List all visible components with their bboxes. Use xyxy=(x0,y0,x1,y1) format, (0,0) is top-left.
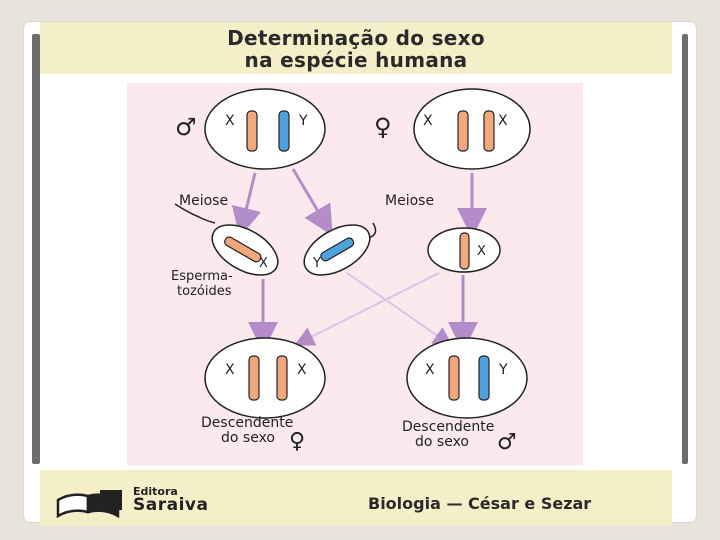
x-chromosome xyxy=(448,355,460,401)
x-label: X xyxy=(259,256,268,271)
x-label: X xyxy=(225,113,235,129)
slide-right-border xyxy=(682,34,688,464)
book-credit: Biologia — César e Sezar xyxy=(368,494,592,513)
male-symbol: ♂ xyxy=(497,430,517,455)
female-offspring-label-line-1: Descendente xyxy=(201,415,293,431)
sperm-x-cell: X xyxy=(174,203,279,276)
x-chromosome xyxy=(483,110,495,152)
male-parent-cell: X Y xyxy=(204,88,326,170)
x-chromosome xyxy=(276,355,288,401)
male-offspring-label-line-1: Descendente xyxy=(402,419,494,435)
footer-banner xyxy=(40,470,672,526)
female-symbol: ♀ xyxy=(374,113,392,141)
x-chromosome xyxy=(459,232,470,270)
male-offspring-label-line-2: do sexo xyxy=(415,434,469,450)
fertilization-cross-arrows xyxy=(294,272,454,347)
y-chromosome xyxy=(320,237,355,262)
y-label: Y xyxy=(312,256,321,271)
title-line-1: Determinação do sexo xyxy=(227,26,485,50)
male-symbol: ♂ xyxy=(175,113,197,141)
fertilization-arrows xyxy=(248,275,478,352)
male-offspring-cell: X Y xyxy=(406,337,528,419)
title-banner: Determinação do sexo na espécie humana xyxy=(40,22,672,74)
x-chromosome xyxy=(246,110,258,152)
slide-left-border xyxy=(32,34,40,464)
x-label: X xyxy=(477,244,486,259)
x-label: X xyxy=(225,362,235,378)
book-icon xyxy=(56,490,122,518)
meiose-label-left: Meiose xyxy=(179,193,228,209)
title-line-2: na espécie humana xyxy=(244,48,468,72)
y-chromosome xyxy=(278,110,290,152)
female-symbol: ♀ xyxy=(289,429,305,454)
sex-determination-diagram: X Y ♂ X X ♀ Meiose Meiose X Y X Esp xyxy=(171,88,531,455)
x-label: X xyxy=(423,113,433,129)
y-label: Y xyxy=(498,362,508,378)
meiose-label-right: Meiose xyxy=(385,193,434,209)
sperm-y-cell: Y xyxy=(303,222,377,276)
x-chromosome xyxy=(224,236,262,263)
female-parent-cell: X X xyxy=(413,88,531,170)
publisher-line-2: Saraiva xyxy=(133,495,209,515)
female-offspring-label-line-2: do sexo xyxy=(221,430,275,446)
x-label: X xyxy=(498,113,508,129)
sperm-label-line-1: Esperma- xyxy=(171,269,233,284)
meiosis-arrows xyxy=(231,168,487,238)
sperm-label-line-2: tozóides xyxy=(177,284,232,299)
x-label: X xyxy=(425,362,435,378)
y-label: Y xyxy=(298,113,308,129)
y-chromosome xyxy=(478,355,490,401)
x-chromosome xyxy=(457,110,469,152)
egg-cell: X xyxy=(427,227,501,273)
x-label: X xyxy=(297,362,307,378)
female-offspring-cell: X X xyxy=(204,337,326,419)
publisher-line-1: Editora xyxy=(133,485,178,498)
x-chromosome xyxy=(248,355,260,401)
